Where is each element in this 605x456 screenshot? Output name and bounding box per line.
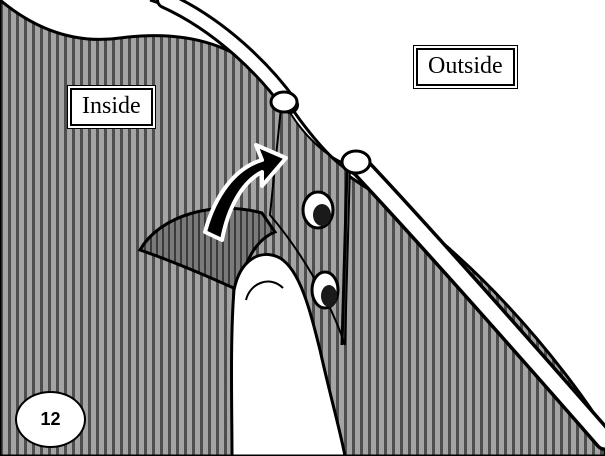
outside-label: Outside	[416, 48, 515, 86]
clip-hole-lower-inner	[321, 285, 337, 307]
gasket-joint-lower	[342, 151, 370, 173]
step-number-badge: 12	[15, 391, 86, 448]
inside-label: Inside	[70, 88, 153, 126]
clip-hole-upper-inner	[313, 204, 331, 226]
gasket-joint-top	[271, 92, 297, 112]
